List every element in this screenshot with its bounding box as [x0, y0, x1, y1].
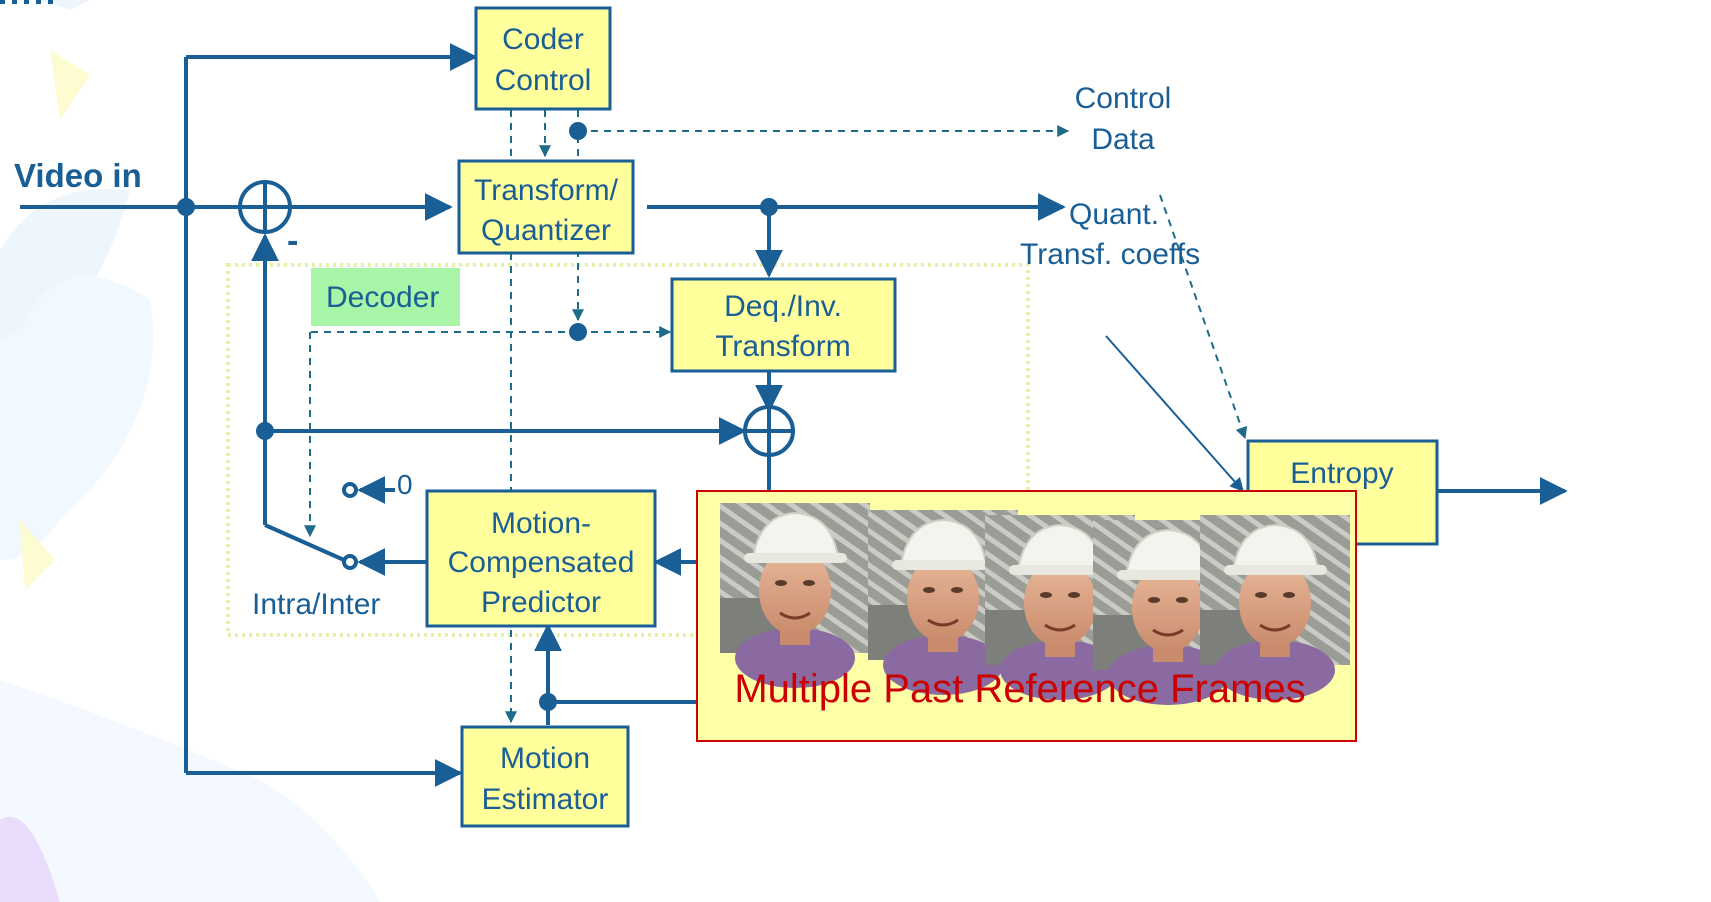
- reference-frames-overlay: Multiple Past Reference Frames: [696, 490, 1357, 742]
- svg-text:Motion-: Motion-: [491, 507, 591, 540]
- mc-predictor-block: Motion- Compensated Predictor: [425, 489, 657, 628]
- svg-text:Entropy: Entropy: [1290, 457, 1393, 490]
- coder-control-block: Coder Control: [474, 6, 612, 111]
- svg-text:Compensated: Compensated: [448, 546, 635, 579]
- intra-inter-label: Intra/Inter: [252, 588, 380, 621]
- svg-text:Transform: Transform: [715, 330, 851, 363]
- video-in-label: Video in: [14, 157, 142, 194]
- deq-inv-transform-block: Deq./Inv. Transform: [670, 277, 897, 373]
- reference-frames-caption: Multiple Past Reference Frames: [734, 667, 1305, 711]
- motion-estimator-block: Motion Estimator: [460, 725, 630, 828]
- signal-lines: [20, 43, 1568, 787]
- decoder-label-bg: [311, 268, 460, 326]
- zero-input-label: 0: [397, 469, 413, 500]
- junction-dots: [177, 122, 778, 711]
- transform-quantizer-block: Transform/ Quantizer: [457, 159, 635, 255]
- background-decoration: [0, 0, 380, 902]
- pointer-line: [1105, 335, 1244, 493]
- svg-text:Deq./Inv.: Deq./Inv.: [724, 290, 842, 323]
- control-data-label-line1: Control: [1075, 82, 1172, 115]
- switch-blade-line: [264, 523, 345, 562]
- svg-text:Control: Control: [495, 64, 592, 97]
- intra-inter-switch: [342, 482, 358, 570]
- svg-text:Transform/: Transform/: [474, 174, 619, 207]
- input-adder: [238, 180, 292, 234]
- svg-text:Predictor: Predictor: [481, 586, 601, 619]
- svg-text:Estimator: Estimator: [482, 783, 609, 816]
- svg-text:Coder: Coder: [502, 23, 584, 56]
- decoder-region: [226, 263, 1030, 637]
- svg-text:Quantizer: Quantizer: [481, 214, 611, 247]
- svg-text:Motion: Motion: [500, 742, 590, 775]
- quant-coeffs-label-line2: Transf. coeffs: [1020, 238, 1200, 271]
- decoder-label: Decoder: [326, 281, 439, 314]
- minus-sign: -: [287, 222, 298, 260]
- reference-frame-1: [718, 501, 872, 690]
- reconstruction-adder: [743, 405, 795, 457]
- control-data-label-line2: Data: [1091, 123, 1155, 156]
- quant-coeffs-label-line1: Quant.: [1069, 198, 1159, 231]
